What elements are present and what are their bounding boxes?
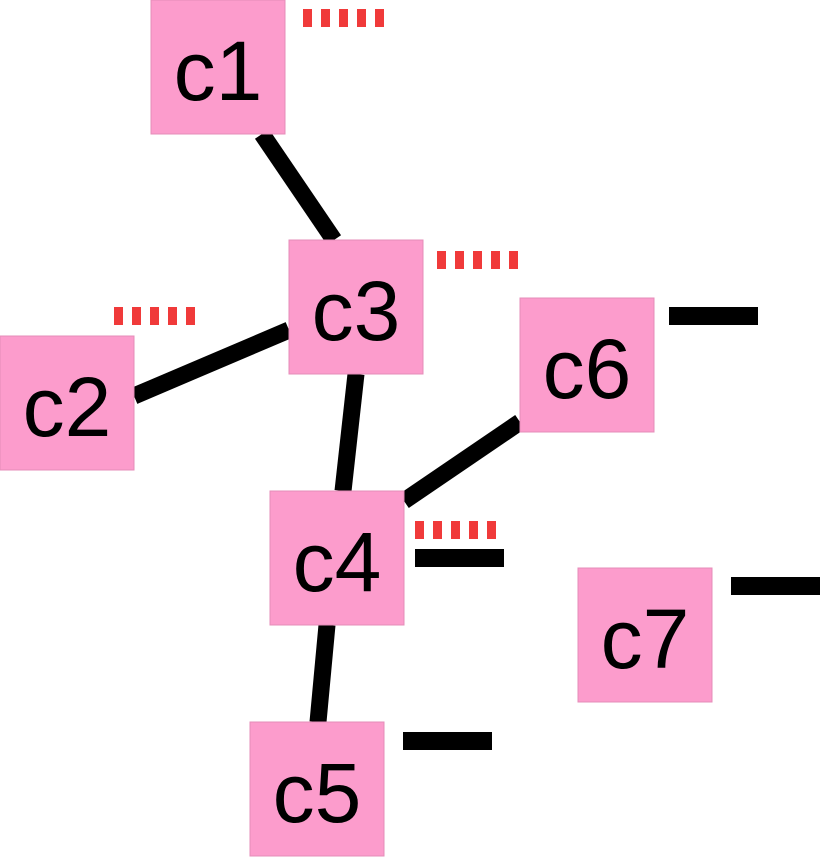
dashed-marker-c4 [415,521,496,539]
node-box-c6 [519,297,655,433]
solid-marker-c4 [415,549,504,567]
solid-marker-c7 [731,577,820,595]
node-box-c4 [269,490,405,626]
node-c2: c2 [0,335,135,471]
node-c7: c7 [577,567,713,703]
node-box-c2 [0,335,135,471]
edge-c3-c4 [334,373,365,492]
node-label-c3: c3 [312,264,401,358]
node-label-c6: c6 [543,322,632,416]
node-label-c1: c1 [174,24,263,118]
node-c4: c4 [269,490,405,626]
node-label-c5: c5 [273,746,362,840]
dashed-marker-c3 [437,251,518,269]
node-c1: c1 [150,0,286,135]
edge-c2-c3 [130,322,293,404]
edge-c6-c4 [399,414,525,509]
node-box-c7 [577,567,713,703]
dashed-marker-c1 [303,9,384,27]
markers-layer [114,9,820,750]
dashed-marker-c2 [114,307,195,325]
solid-marker-c6 [669,307,758,325]
node-c3: c3 [288,239,424,375]
node-box-c1 [150,0,286,135]
node-box-c3 [288,239,424,375]
edges-layer [130,129,525,723]
nodes-layer: c1 c2 c3 c4 c5 c6 c7 [0,0,713,857]
edge-c1-c3 [254,129,342,245]
node-box-c5 [249,721,385,857]
node-c5: c5 [249,721,385,857]
node-c6: c6 [519,297,655,433]
solid-marker-c5 [403,732,492,750]
node-label-c7: c7 [601,592,690,686]
node-label-c2: c2 [23,360,112,454]
edge-c4-c5 [309,624,336,723]
node-label-c4: c4 [293,515,382,609]
